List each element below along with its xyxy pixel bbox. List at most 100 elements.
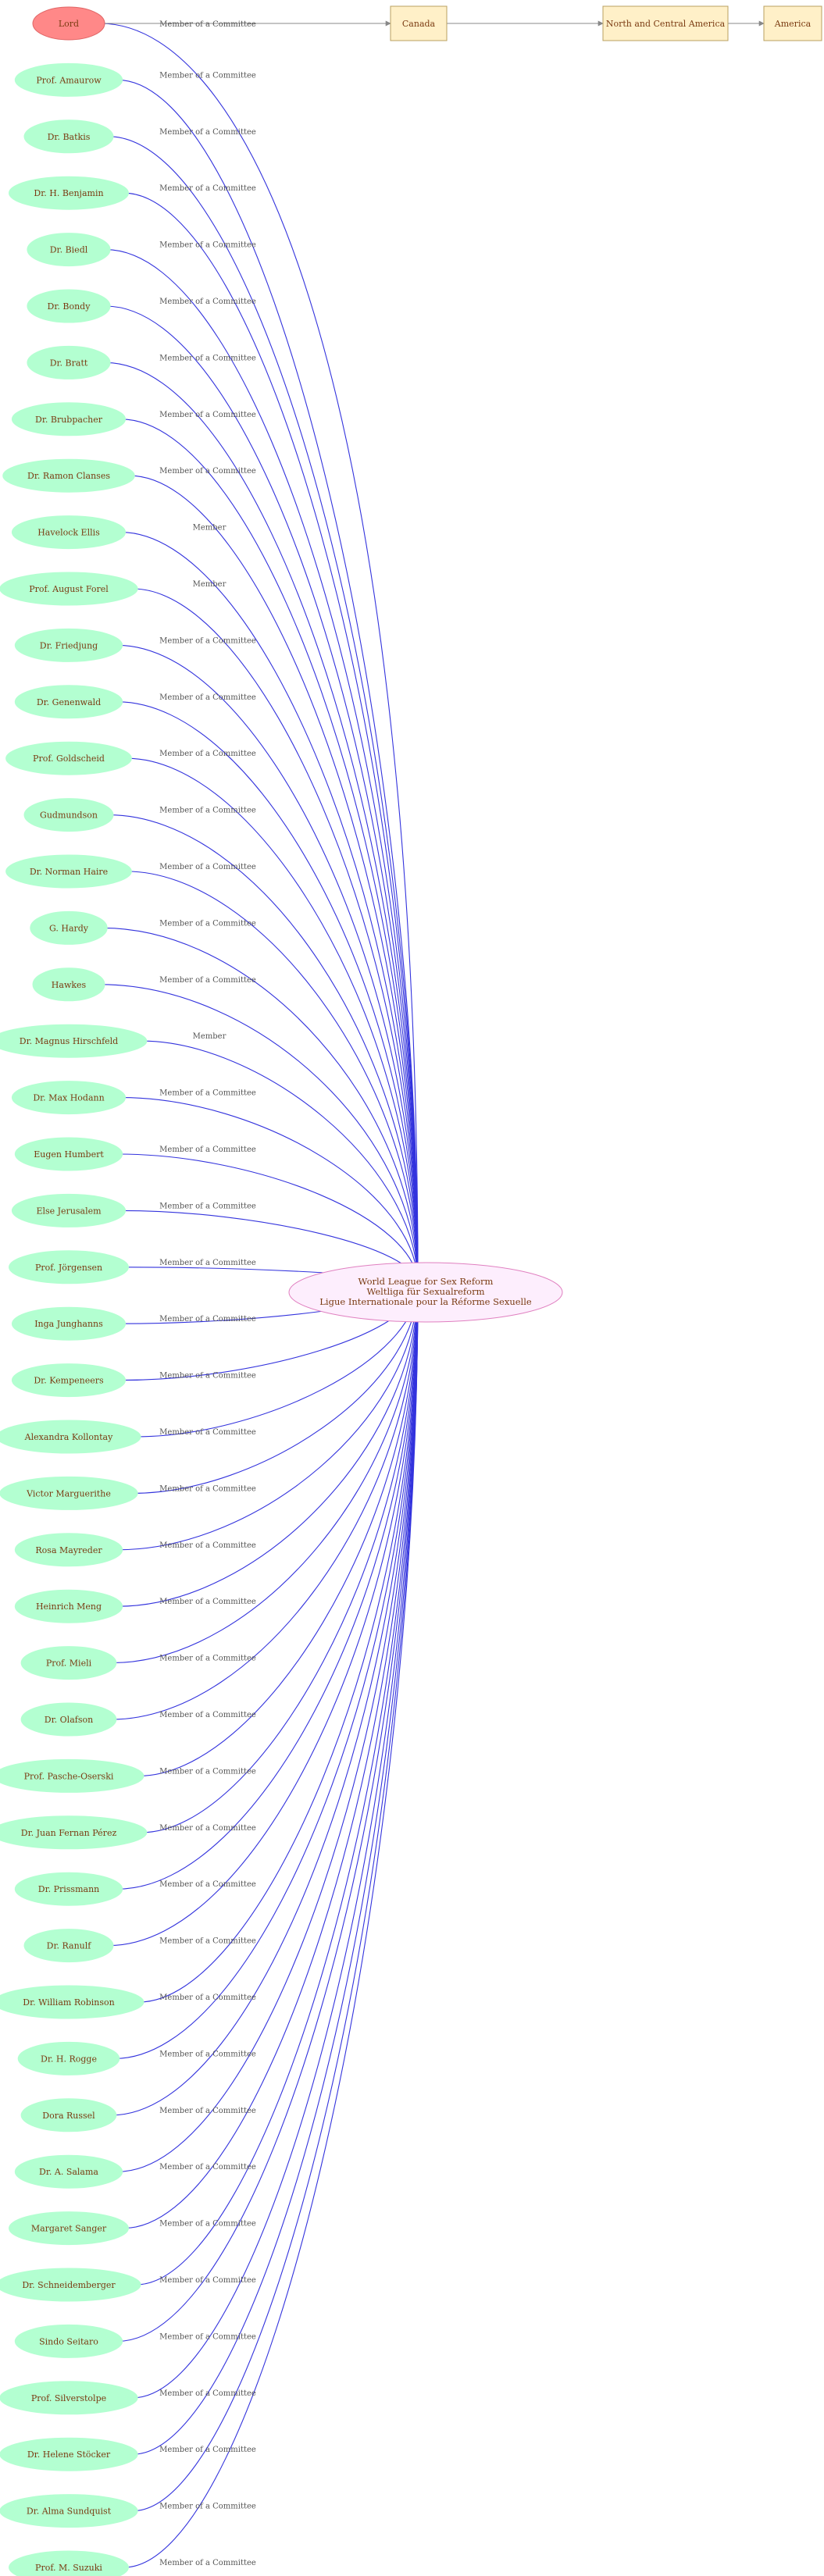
person-ellipse [14,1533,123,1567]
edge-heinrich-meng [117,1284,421,1607]
person-node-prof-m-suzuki[interactable]: Prof. M. Suzuki [9,2550,129,2576]
person-node-margaret-sanger[interactable]: Margaret Sanger [9,2211,129,2246]
person-node-dr-bondy[interactable]: Dr. Bondy [27,289,111,323]
person-ellipse [0,2268,141,2302]
place-node-canada[interactable]: Canada [390,5,448,41]
person-node-prof-august-forel[interactable]: Prof. August Forel [0,572,138,606]
place-box [390,5,448,41]
person-node-dr-batkis[interactable]: Dr. Batkis [23,119,114,154]
person-ellipse [27,345,111,379]
person-label: Dr. Friedjung [40,640,98,650]
person-node-dr-schneidemberger[interactable]: Dr. Schneidemberger [0,2268,141,2302]
person-ellipse [14,2324,123,2358]
person-node-prof-goldscheid[interactable]: Prof. Goldscheid [5,741,132,775]
person-node-else-jerusalem[interactable]: Else Jerusalem [11,1193,127,1227]
edge-label: Member of a Committee [159,1880,256,1889]
edge-label: Member of a Committee [159,1541,256,1550]
edge-label: Member of a Committee [159,20,256,29]
person-node-dr-kempeneers[interactable]: Dr. Kempeneers [11,1363,127,1398]
person-node-rosa-mayreder[interactable]: Rosa Mayreder [14,1533,123,1567]
person-label: Rosa Mayreder [35,1545,102,1555]
person-ellipse [14,62,123,97]
person-node-dr-brubpacher[interactable]: Dr. Brubpacher [11,402,127,436]
person-ellipse [27,289,111,323]
person-node-dr-bratt[interactable]: Dr. Bratt [27,345,111,379]
edge-dr-h-benjamin [123,192,421,1285]
person-label: Prof. Silverstolpe [31,2393,106,2403]
person-node-eugen-humbert[interactable]: Eugen Humbert [14,1137,123,1171]
person-node-dr-max-hodann[interactable]: Dr. Max Hodann [11,1081,127,1115]
person-node-dr-alma-sundquist[interactable]: Dr. Alma Sundquist [0,2494,138,2528]
edge-dr-batkis [108,136,421,1285]
person-node-sindo-seitaro[interactable]: Sindo Seitaro [14,2324,123,2358]
edge-sindo-seitaro [117,1284,421,2342]
person-node-dr-genenwald[interactable]: Dr. Genenwald [14,685,123,719]
edge-prof-mieli [111,1284,421,1664]
edge-label: Member [193,524,227,533]
person-node-hawkes[interactable]: Hawkes [32,967,105,1002]
person-node-victor-marguerithe[interactable]: Victor Marguerithe [0,1476,138,1510]
person-node-prof-jorgensen[interactable]: Prof. Jörgensen [9,1250,129,1284]
person-node-prof-amaurow[interactable]: Prof. Amaurow [14,62,123,97]
person-node-dora-russel[interactable]: Dora Russel [20,2098,117,2132]
person-label: Hawkes [52,980,87,990]
person-node-dr-norman-haire[interactable]: Dr. Norman Haire [5,854,132,889]
person-ellipse [5,854,132,889]
edge-label: Member of a Committee [159,2446,256,2454]
person-node-dr-magnus-hirschfeld[interactable]: Dr. Magnus Hirschfeld [0,1024,148,1058]
place-node-america[interactable]: America [763,5,822,41]
person-label: G. Hardy [49,923,89,933]
edge-label: Member of a Committee [159,411,256,419]
person-node-dr-ranulf[interactable]: Dr. Ranulf [23,1929,114,1963]
person-label: Dr. William Robinson [23,1997,114,2008]
person-node-heinrich-meng[interactable]: Heinrich Meng [14,1589,123,1623]
person-label: Dr. Max Hodann [33,1093,104,1103]
person-node-dr-biedl[interactable]: Dr. Biedl [27,233,111,267]
edge-label: Member of a Committee [159,2163,256,2172]
edge-label: Member of a Committee [159,1202,256,1210]
person-node-dr-olafson[interactable]: Dr. Olafson [20,1702,117,1737]
person-ellipse [20,2098,117,2132]
person-node-dr-ramon-clanses[interactable]: Dr. Ramon Clanses [2,458,135,493]
place-label: North and Central America [606,19,726,29]
person-node-lord[interactable]: Lord [32,6,105,41]
edge-dr-magnus-hirschfeld [141,1040,421,1285]
person-label: Prof. Mieli [46,1659,92,1669]
edge-dr-max-hodann [120,1097,421,1285]
person-node-prof-mieli[interactable]: Prof. Mieli [20,1646,117,1680]
edge-dr-biedl [105,249,421,1285]
person-node-dr-a-salama[interactable]: Dr. A. Salama [14,2154,123,2189]
edge-label: Member of a Committee [159,919,256,928]
edge-dr-a-salama [117,1284,421,2172]
person-label: Prof. August Forel [29,584,109,594]
edge-dr-ramon-clanses [130,475,421,1285]
edge-margaret-sanger [123,1284,421,2229]
person-node-dr-h-benjamin[interactable]: Dr. H. Benjamin [9,176,129,210]
person-label: Inga Junghanns [34,1319,103,1329]
person-node-g-hardy[interactable]: G. Hardy [30,910,108,945]
person-ellipse [23,1929,114,1963]
person-label: Dr. Kempeneers [34,1376,104,1386]
person-node-alexandra-kollontay[interactable]: Alexandra Kollontay [0,1420,141,1454]
person-node-dr-prissmann[interactable]: Dr. Prissmann [14,1872,123,1906]
edge-label: Member of a Committee [159,184,256,193]
person-node-havelock-ellis[interactable]: Havelock Ellis [11,515,127,550]
person-node-dr-william-robinson[interactable]: Dr. William Robinson [0,1985,144,2019]
person-node-prof-silverstolpe[interactable]: Prof. Silverstolpe [0,2381,138,2415]
person-node-gudmundson[interactable]: Gudmundson [23,798,114,832]
edge-label: Member of a Committee [159,2050,256,2058]
person-node-dr-friedjung[interactable]: Dr. Friedjung [14,628,123,662]
person-node-prof-pasche-oserski[interactable]: Prof. Pasche-Oserski [0,1758,144,1793]
place-box [602,5,729,41]
place-node-north-central-america[interactable]: North and Central America [602,5,729,41]
place-box [763,5,822,41]
person-node-dr-helene-stocker[interactable]: Dr. Helene Stöcker [0,2437,138,2471]
person-label: Dr. Ranulf [47,1941,92,1951]
person-node-dr-h-rogge[interactable]: Dr. H. Rogge [17,2041,120,2075]
edge-prof-silverstolpe [133,1284,421,2399]
person-node-dr-juan-fernan-perez[interactable]: Dr. Juan Fernan Pérez [0,1815,148,1850]
person-node-inga-junghanns[interactable]: Inga Junghanns [11,1306,127,1341]
edge-dr-h-rogge [114,1284,421,2059]
